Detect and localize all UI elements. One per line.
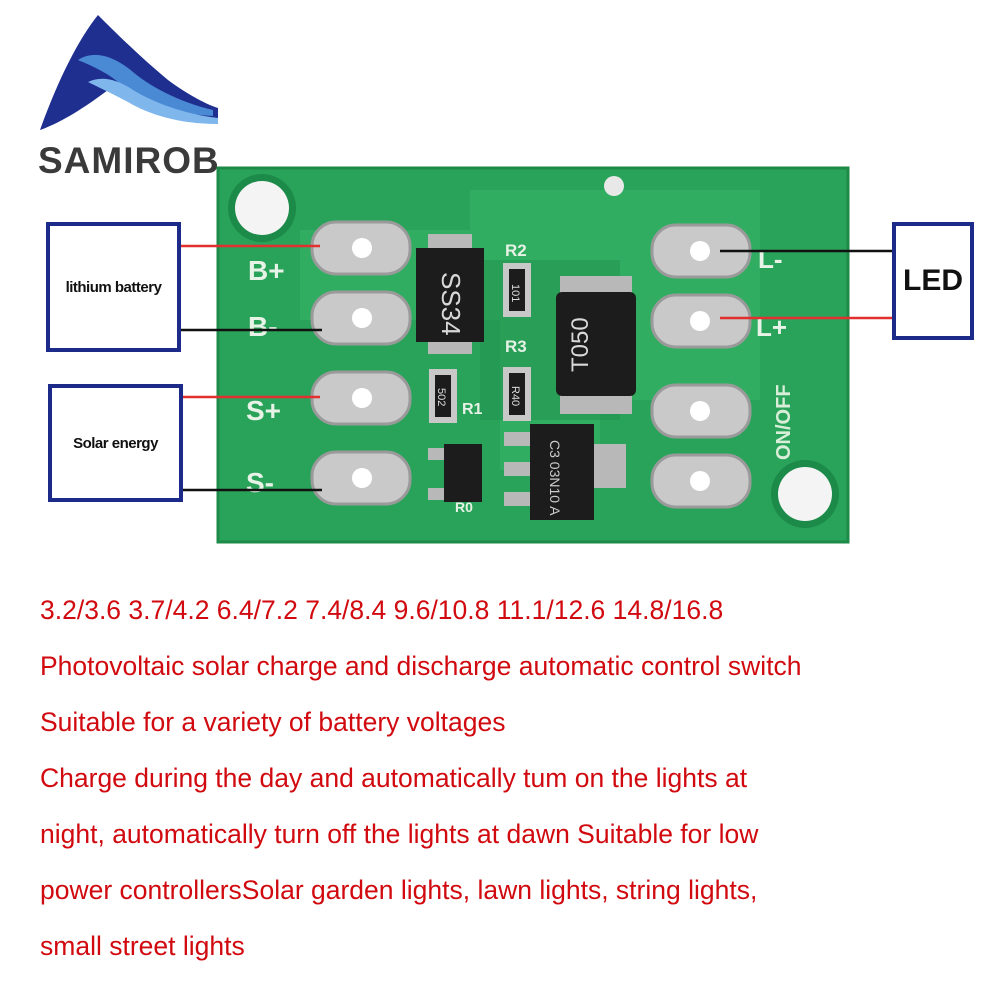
desc-line-voltages: 3.2/3.6 3.7/4.2 6.4/7.2 7.4/8.4 9.6/10.8… [40,595,724,625]
sot-chip [444,444,482,502]
pad-label-l-plus: L+ [756,312,787,342]
battery-label: lithium battery [65,278,162,296]
battery-label-box: lithium battery [46,222,181,352]
led-label-box: LED [892,222,974,340]
inductor-t050 [556,292,636,396]
desc-line-2: Suitable for a variety of battery voltag… [40,707,506,737]
mount-hole-bottom-right [778,467,832,521]
inductor-marking: T050 [567,317,594,372]
diode-marking: SS34 [436,272,466,336]
resistor-code-3: 502 [435,388,447,406]
solar-label-box: Solar energy [48,384,183,502]
pads-left [310,220,412,506]
desc-line-5: power controllersSolar garden lights, la… [40,875,758,905]
samirob-logo: SAMIROB [18,10,220,185]
resistor-code-1: 101 [509,284,521,302]
product-description: 3.2/3.6 3.7/4.2 6.4/7.2 7.4/8.4 9.6/10.8… [40,582,990,974]
circuit-board-scene: B+ B- S+ S- L- L+ ON/OFF SS34 101 R40 50… [180,166,892,544]
label-r1: R1 [462,401,483,418]
label-r0: R0 [455,499,473,515]
desc-line-1: Photovoltaic solar charge and discharge … [40,651,802,681]
mount-hole-top-left [235,181,289,235]
solar-label: Solar energy [73,434,158,452]
pads-right [650,223,752,509]
desc-line-6: small street lights [40,931,245,961]
logo-wave-icon [40,15,218,130]
desc-line-3: Charge during the day and automatically … [40,763,748,793]
led-label: LED [903,264,963,297]
pad-label-l-minus: L- [758,244,783,274]
pad-label-b-plus: B+ [248,255,285,286]
brand-name: SAMIROB [38,140,220,181]
mosfet-chip [530,424,594,520]
resistor-code-2: R40 [509,386,521,406]
diode-ss34 [416,248,484,342]
pad-label-b-minus: B- [248,311,278,342]
switch-label: ON/OFF [773,384,795,460]
label-r2: R2 [505,241,527,260]
label-r3: R3 [505,337,527,356]
pad-label-s-plus: S+ [246,395,281,426]
pad-label-s-minus: S- [246,467,274,498]
desc-line-4: night, automatically turn off the lights… [40,819,759,849]
mosfet-marking: C3 03N10 A [547,440,563,516]
